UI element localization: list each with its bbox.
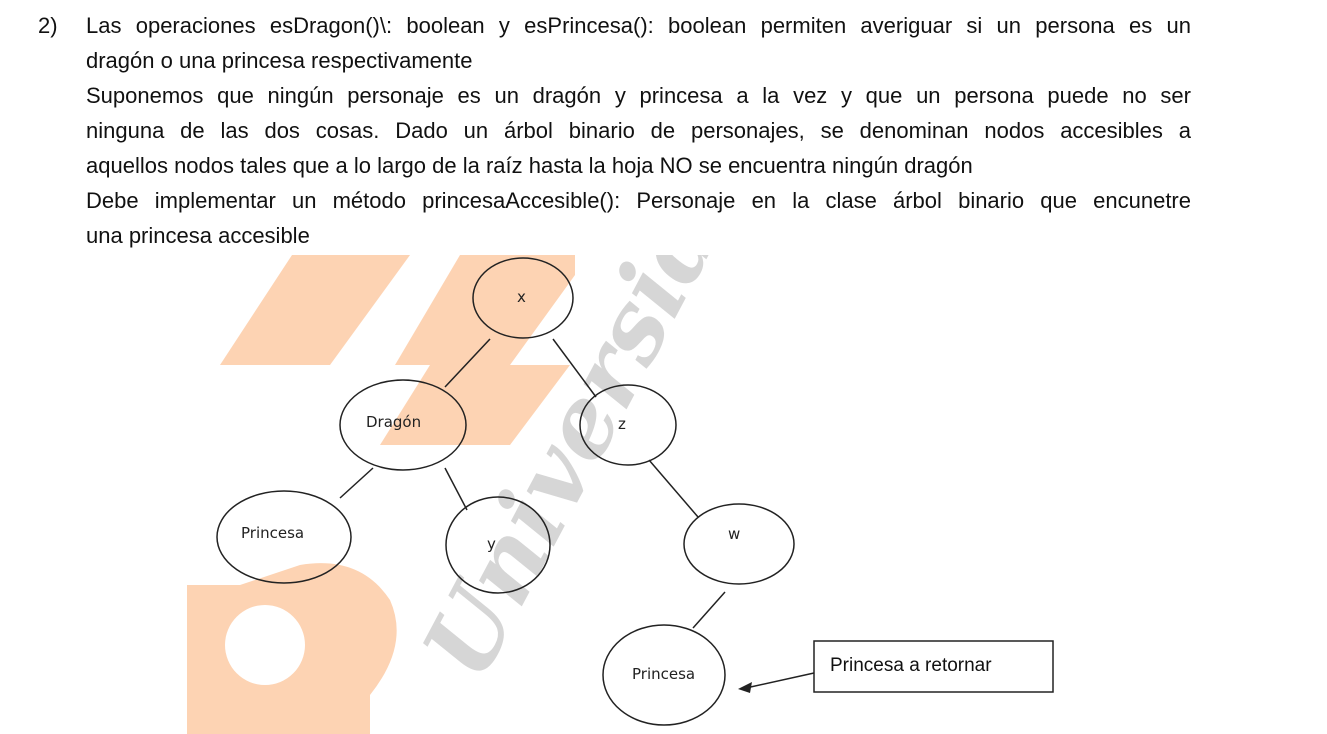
edge-x-z <box>552 338 597 398</box>
question-number: 2) <box>38 13 58 38</box>
edge-z-w <box>648 459 699 518</box>
watermark-logo-bar <box>395 255 575 365</box>
node-dragon-label: Dragón <box>366 413 421 431</box>
watermark-logo-bar <box>380 365 570 445</box>
node-w <box>683 503 795 585</box>
node-w-label: w <box>728 525 740 543</box>
watermark-logo <box>187 255 575 734</box>
node-y <box>445 496 551 594</box>
callout-box <box>813 640 1054 693</box>
watermark-logo-hole <box>225 605 305 685</box>
node-z <box>579 384 677 466</box>
edge-dragon-princesa <box>339 467 374 499</box>
tree-svg: Universidad x Dragón z Princesa y w Prin… <box>187 255 1054 734</box>
paragraph-operations: Las operaciones esDragon()\: boolean y e… <box>86 8 1191 78</box>
node-princesa-left <box>216 490 352 584</box>
callout-label: Princesa a retornar <box>830 655 992 676</box>
edge-w-princesa <box>692 591 726 629</box>
edge-x-dragon <box>444 338 491 388</box>
tree-edges <box>339 338 726 629</box>
paragraph-line: Suponemos que ningún personaje es un dra… <box>86 83 1191 108</box>
node-princesa-target-label: Princesa <box>632 665 695 683</box>
edge-dragon-y <box>444 467 468 511</box>
callout-arrow-line <box>745 672 815 689</box>
node-z-label: z <box>618 415 626 433</box>
paragraph-line: Las operaciones esDragon()\: boolean y e… <box>86 13 1191 38</box>
paragraph-line: dragón o una princesa respectivamente <box>86 48 473 73</box>
node-princesa-left-label: Princesa <box>241 524 304 542</box>
node-y-label: y <box>487 535 496 553</box>
node-x <box>472 257 574 339</box>
binary-tree-diagram: Universidad x Dragón z Princesa y w Prin… <box>180 255 1080 734</box>
paragraph-line: aquellos nodos tales que a lo largo de l… <box>86 153 973 178</box>
node-x-label: x <box>517 288 526 306</box>
callout-arrowhead <box>738 682 752 693</box>
paragraph-line: Debe implementar un método princesaAcces… <box>86 188 1191 213</box>
tree-nodes <box>216 257 795 726</box>
node-dragon <box>339 379 467 471</box>
paragraph-line: una princesa accesible <box>86 223 310 248</box>
watermark-logo-bar <box>220 255 410 365</box>
paragraph-line: ninguna de las dos cosas. Dado un árbol … <box>86 118 1191 143</box>
paragraph-task: Debe implementar un método princesaAcces… <box>86 183 1191 253</box>
node-princesa-target <box>602 624 726 726</box>
paragraph-assumptions: Suponemos que ningún personaje es un dra… <box>86 78 1191 183</box>
